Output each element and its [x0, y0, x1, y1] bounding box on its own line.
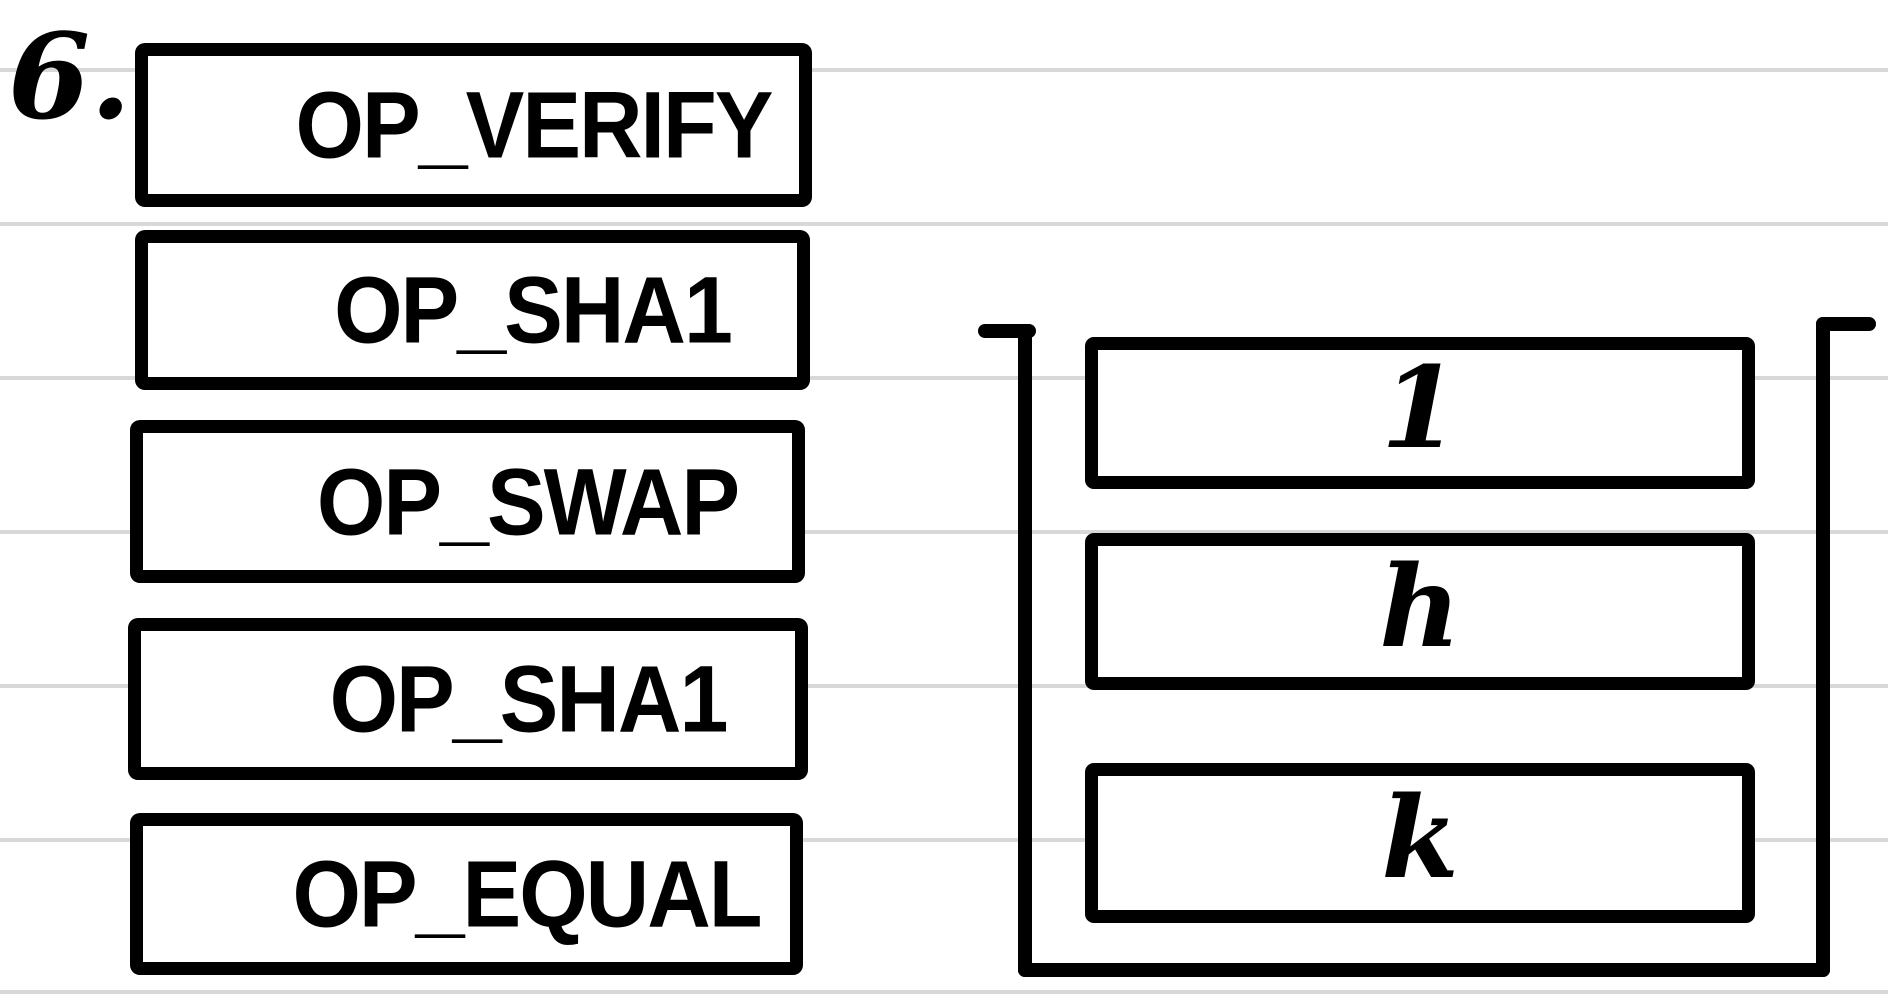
stack-item-box-top: 1: [1085, 337, 1755, 489]
stack-item-value: 1: [1381, 343, 1459, 474]
opcode-label: OP_SWAP: [316, 447, 740, 555]
opcode-box-equal: OP_EQUAL: [130, 813, 803, 975]
opcode-label: OP_SHA1: [334, 256, 733, 363]
stack-item-box-middle: h: [1085, 533, 1755, 690]
ruled-line: [0, 68, 1888, 72]
stack-item-value: h: [1379, 541, 1461, 673]
stack-bracket-left: [1018, 324, 1032, 977]
ruled-line: [0, 684, 1888, 688]
stack-item-box-bottom: k: [1085, 763, 1755, 923]
stack-item-value: k: [1381, 773, 1459, 904]
ruled-line: [0, 222, 1888, 226]
opcode-label: OP_SHA1: [329, 645, 729, 752]
opcode-box-verify: OP_VERIFY: [135, 43, 812, 207]
step-number: 6.: [8, 7, 132, 146]
ruled-line: [0, 990, 1888, 994]
ruled-line: [0, 838, 1888, 842]
opcode-box-sha1-first: OP_SHA1: [135, 230, 810, 390]
stack-bracket-right: [1816, 317, 1830, 977]
opcode-box-sha1-second: OP_SHA1: [128, 618, 808, 780]
stack-bracket-bottom: [1018, 963, 1830, 977]
ruled-line: [0, 530, 1888, 534]
ruled-line: [0, 376, 1888, 380]
opcode-label: OP_VERIFY: [295, 71, 774, 178]
opcode-label: OP_EQUAL: [292, 840, 762, 947]
stack-bracket-right-hook: [1816, 317, 1876, 331]
opcode-box-swap: OP_SWAP: [130, 420, 805, 583]
